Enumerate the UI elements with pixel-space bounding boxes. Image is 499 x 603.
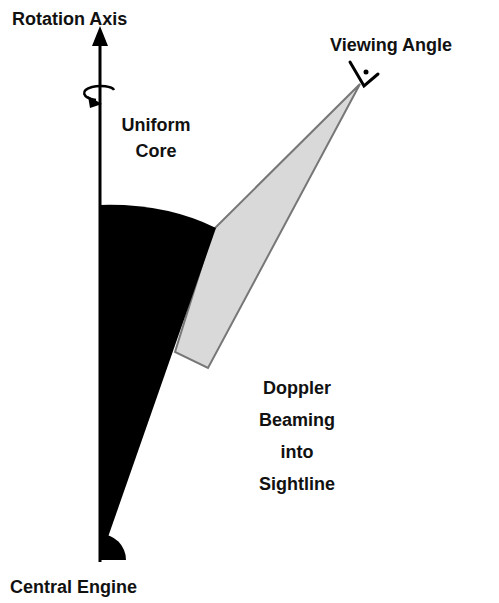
jet-core bbox=[100, 205, 216, 560]
annotation-label: Central Engine bbox=[10, 576, 137, 598]
rotation-arrowhead bbox=[88, 96, 102, 108]
annotation-label: Doppler Beaming into Sightline bbox=[249, 372, 345, 500]
annotation-label: Viewing Angle bbox=[330, 34, 452, 56]
annotation-label: Rotation Axis bbox=[12, 8, 127, 30]
rotation-axis-line bbox=[99, 40, 102, 562]
annotation-label: Uniform Core bbox=[100, 112, 212, 164]
central-engine-symbol bbox=[100, 534, 126, 560]
eye-symbol bbox=[350, 62, 378, 86]
